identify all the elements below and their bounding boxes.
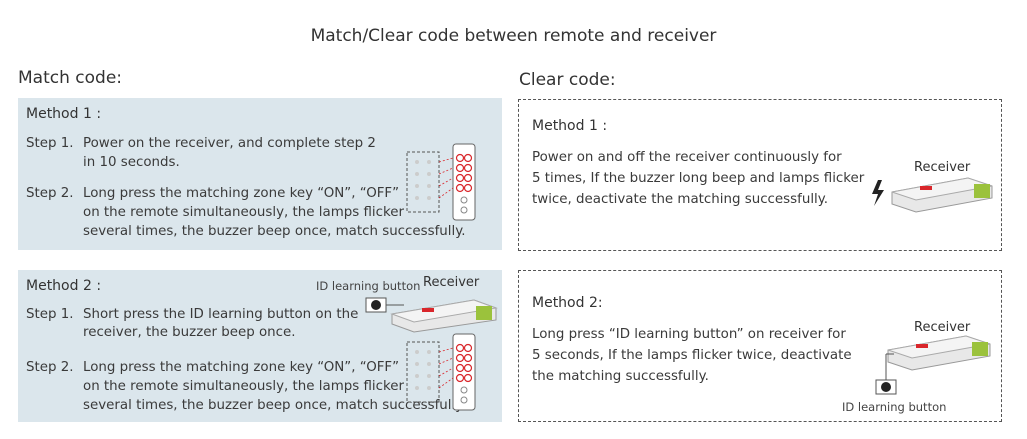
match-m1-step1-label: Step 1. — [26, 136, 74, 151]
match-method1-panel — [18, 98, 502, 250]
match-m1-step2-line1: Long press the matching zone key “ON”, “… — [83, 186, 400, 201]
match-method2-label: Method 2 : — [26, 278, 102, 294]
match-m2-step2-label: Step 2. — [26, 360, 74, 375]
clear-m2-line2: 5 seconds, If the lamps flicker twice, d… — [532, 348, 852, 363]
match-m1-step2-line3: several times, the buzzer beep once, mat… — [83, 224, 466, 239]
receiver-with-id-button-illustration — [365, 297, 498, 333]
clear-method1-panel — [518, 99, 1002, 251]
clear-code-heading: Clear code: — [519, 70, 616, 90]
match-m2-step1-line1: Short press the ID learning button on th… — [83, 307, 359, 322]
match-method2-panel — [18, 270, 502, 422]
clear-m2-receiver-caption: Receiver — [914, 320, 971, 335]
clear-m2-line1: Long press “ID learning button” on recei… — [532, 327, 846, 342]
match-m2-step1-line2: receiver, the buzzer beep once. — [83, 325, 296, 340]
clear-method1-label: Method 1 : — [532, 118, 608, 134]
remote-zoom-illustration-2 — [406, 333, 476, 411]
clear-m1-line1: Power on and off the receiver continuous… — [532, 150, 842, 165]
page-title: Match/Clear code between remote and rece… — [310, 26, 717, 46]
remote-zoom-illustration — [406, 143, 476, 221]
id-learning-button-caption: ID learning button — [316, 279, 421, 293]
clear-m2-line3: the matching successfully. — [532, 369, 709, 384]
match-m1-step1-line2: in 10 seconds. — [83, 155, 180, 170]
match-m1-step2-label: Step 2. — [26, 186, 74, 201]
clear-method2-panel — [518, 270, 1002, 422]
match-method1-label: Method 1 : — [26, 106, 102, 122]
clear-m2-id-button-caption: ID learning button — [842, 400, 947, 414]
match-m1-step2-line2: on the remote simultaneously, the lamps … — [83, 205, 405, 220]
clear-method2-label: Method 2: — [532, 295, 603, 311]
clear-m1-receiver-caption: Receiver — [914, 160, 971, 175]
match-m1-step1-line1: Power on the receiver, and complete step… — [83, 136, 376, 151]
clear-m1-line2: 5 times, If the buzzer long beep and lam… — [532, 171, 865, 186]
lightning-icon — [872, 180, 884, 206]
match-m2-step1-label: Step 1. — [26, 307, 74, 322]
receiver-caption: Receiver — [423, 275, 480, 290]
clear-m1-line3: twice, deactivate the matching successfu… — [532, 192, 829, 207]
match-code-heading: Match code: — [18, 68, 123, 88]
match-m2-step2-line3: several times, the buzzer beep once, mat… — [83, 398, 466, 413]
receiver-power-illustration — [872, 177, 993, 213]
match-m2-step2-line2: on the remote simultaneously, the lamps … — [83, 379, 405, 394]
receiver-id-button-illustration — [875, 335, 991, 395]
match-m2-step2-line1: Long press the matching zone key “ON”, “… — [83, 360, 400, 375]
